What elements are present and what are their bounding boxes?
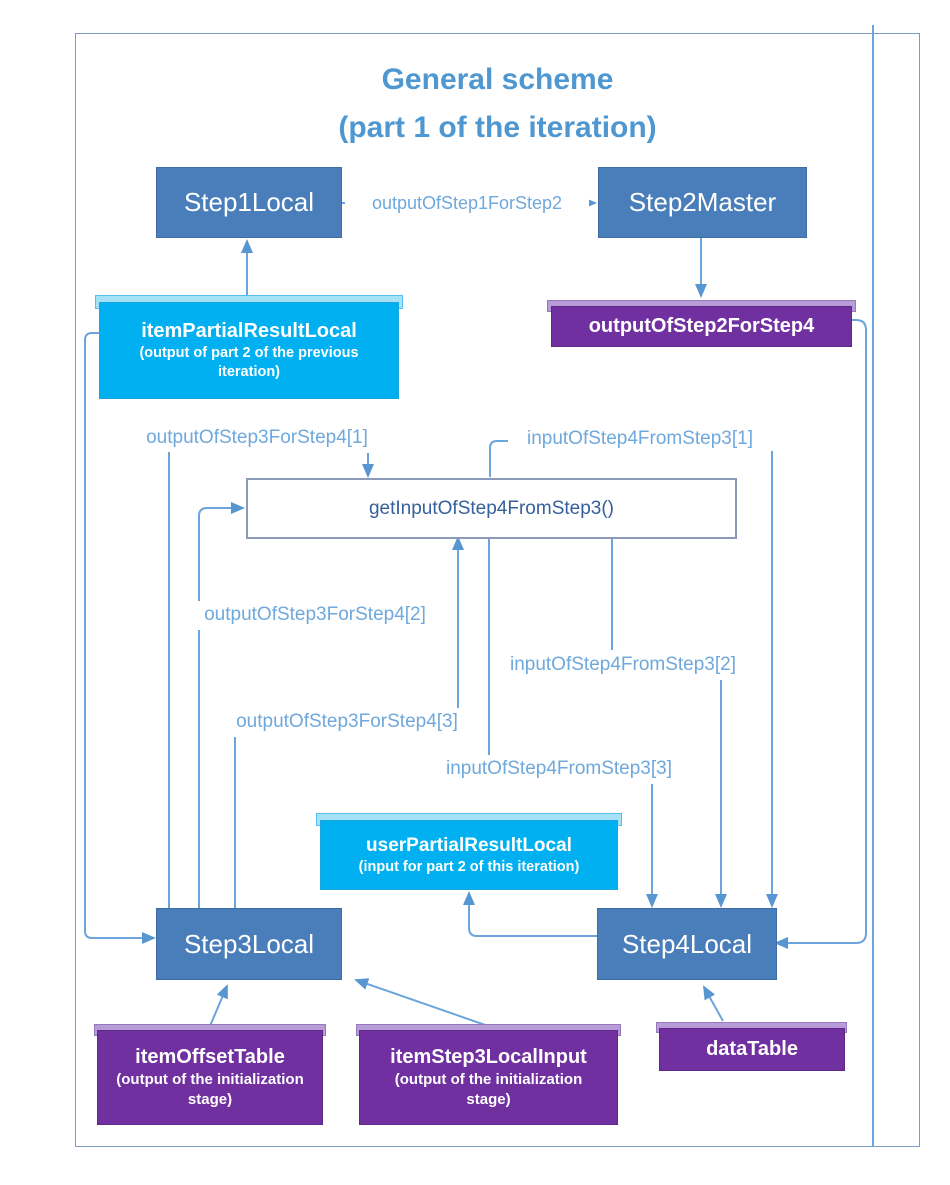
- userpartial-subtitle: (input for part 2 of this iteration): [358, 859, 580, 875]
- diagram-frame: [75, 33, 920, 1147]
- node-step4local: Step4Local: [597, 908, 777, 980]
- itempartial-subtitle: (output of part 2 of the previous iterat…: [139, 345, 359, 380]
- getinput-function-label: getInputOfStep4FromStep3(): [368, 497, 614, 519]
- edge-label-inputofstep4fromstep3-1: inputOfStep4FromStep3[1]: [526, 428, 753, 449]
- node-step2master: Step2Master: [598, 167, 807, 238]
- node-getinput-function: getInputOfStep4FromStep3(): [246, 478, 737, 539]
- box-datatable: dataTable: [659, 1028, 845, 1071]
- box-userpartialresultlocal: userPartialResultLocal (input for part 2…: [320, 820, 618, 890]
- node-step4local-label: Step4Local: [621, 928, 753, 959]
- diagram-title-line2: (part 1 of the iteration): [338, 111, 657, 144]
- edge-label-outputofstep1forstep2: outputOfStep1ForStep2: [345, 191, 589, 215]
- itempartial-title: itemPartialResultLocal: [141, 320, 357, 342]
- edge-in1-hook-to-getinput-top: [489, 440, 508, 477]
- edge-out2-into-getinput-left: [198, 502, 245, 601]
- node-step3local-label: Step3Local: [183, 928, 315, 959]
- diagram-title: General scheme (part 1 of the iteration): [75, 56, 920, 152]
- itemstep3input-subtitle: (output of the initialization stage): [394, 1071, 583, 1108]
- itemoffset-subtitle: (output of the initialization stage): [116, 1071, 304, 1108]
- edge-itemoffset-to-step3: [209, 984, 228, 1027]
- edge-label-outputofstep3forstep4-2: outputOfStep3ForStep4[2]: [204, 604, 426, 625]
- userpartial-title: userPartialResultLocal: [366, 835, 572, 856]
- node-step1local: Step1Local: [156, 167, 342, 238]
- edge-label-outputofstep3forstep4-3: outputOfStep3ForStep4[3]: [236, 711, 458, 732]
- box-outputofstep2forstep4: outputOfStep2ForStep4: [551, 306, 852, 347]
- node-step3local: Step3Local: [156, 908, 342, 980]
- box-itemoffsettable: itemOffsetTable (output of the initializ…: [97, 1030, 323, 1125]
- itemstep3input-title: itemStep3LocalInput: [390, 1046, 587, 1068]
- itemoffset-title: itemOffsetTable: [135, 1046, 285, 1068]
- datatable-title: dataTable: [706, 1038, 798, 1060]
- box-itempartialresultlocal: itemPartialResultLocal (output of part 2…: [99, 302, 399, 399]
- edge-itempartial-to-step3-left: [84, 332, 156, 944]
- node-step2master-label: Step2Master: [628, 187, 777, 217]
- edge-label-inputofstep4fromstep3-3: inputOfStep4FromStep3[3]: [445, 758, 672, 779]
- node-step1local-label: Step1Local: [183, 187, 315, 217]
- edge-step4-to-userpartial: [463, 891, 597, 937]
- edge-itemstep3input-to-step3: [354, 978, 492, 1028]
- edge-label-outputofstep3forstep4-1: outputOfStep3ForStep4[1]: [146, 427, 368, 448]
- edge-label-inputofstep4fromstep3-2: inputOfStep4FromStep3[2]: [509, 654, 736, 675]
- edge-datatable-to-step4: [703, 985, 724, 1022]
- box-itemstep3localinput: itemStep3LocalInput (output of the initi…: [359, 1030, 618, 1125]
- edge-outputstep2-to-step4-right: [774, 319, 867, 949]
- outputstep2-title: outputOfStep2ForStep4: [588, 315, 815, 337]
- diagram-title-line1: General scheme: [381, 63, 614, 96]
